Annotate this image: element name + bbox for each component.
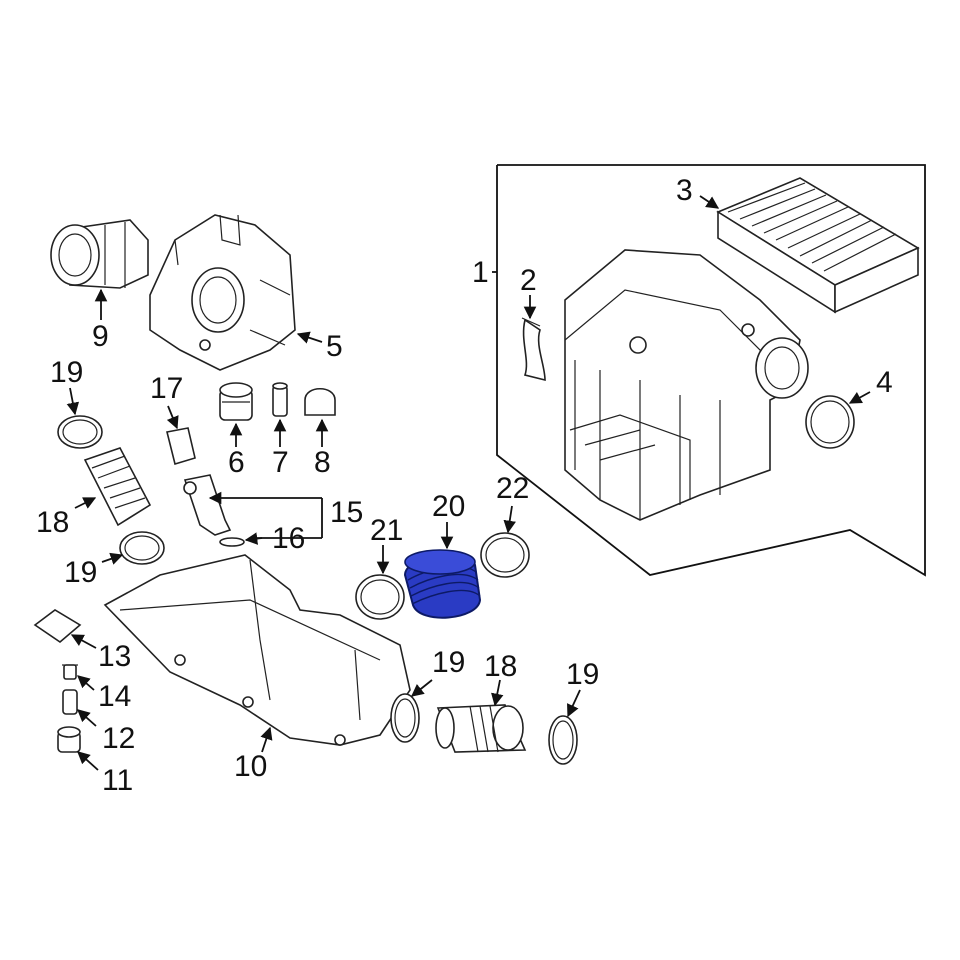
callout-10: 10 bbox=[234, 750, 267, 783]
part-8-cap bbox=[304, 387, 336, 416]
part-7-spacer bbox=[272, 382, 288, 417]
part-13-clip bbox=[33, 609, 82, 644]
callout-21: 21 bbox=[370, 514, 403, 547]
part-6-grommet bbox=[219, 382, 253, 421]
callout-15: 15 bbox=[330, 496, 363, 529]
callout-7: 7 bbox=[272, 446, 289, 479]
part-16-oring bbox=[219, 537, 245, 547]
clamp-21 bbox=[355, 574, 405, 620]
clamp-22 bbox=[480, 532, 530, 578]
callout-19-lower-right: 19 bbox=[566, 658, 599, 691]
lower-intake-duct bbox=[103, 554, 411, 746]
part-17-cap bbox=[166, 427, 196, 466]
hose-lower bbox=[435, 704, 527, 753]
callout-9: 9 bbox=[92, 320, 109, 353]
clamp-19-lower-middle bbox=[390, 693, 420, 743]
callout-19-lower-middle: 19 bbox=[432, 646, 465, 679]
part-11-bushing bbox=[57, 726, 81, 753]
callout-1: 1 bbox=[472, 256, 489, 289]
maf-housing bbox=[50, 219, 149, 289]
callout-labels: 1 2 3 4 5 6 7 8 9 10 11 12 13 14 15 16 1… bbox=[36, 174, 893, 797]
assembly-box-frame bbox=[496, 164, 926, 577]
callout-16: 16 bbox=[272, 522, 305, 555]
callout-12: 12 bbox=[102, 722, 135, 755]
callout-20: 20 bbox=[432, 490, 465, 523]
clamp-19-lower-right bbox=[548, 715, 578, 765]
callout-2: 2 bbox=[520, 264, 537, 297]
callout-22: 22 bbox=[496, 472, 529, 505]
callout-19-upper-left: 19 bbox=[50, 356, 83, 389]
callout-14: 14 bbox=[98, 680, 131, 713]
callout-8: 8 bbox=[314, 446, 331, 479]
callout-3: 3 bbox=[676, 174, 693, 207]
clamp-19-lower-left bbox=[119, 531, 165, 565]
callout-18-upper: 18 bbox=[36, 506, 69, 539]
leader-lines bbox=[66, 195, 871, 771]
callout-5: 5 bbox=[326, 330, 343, 363]
air-filter bbox=[716, 177, 920, 314]
clamp-19-upper-left bbox=[57, 415, 103, 449]
callout-11: 11 bbox=[102, 764, 133, 797]
upper-intake-housing bbox=[149, 214, 296, 371]
callout-13: 13 bbox=[98, 640, 131, 673]
callout-4: 4 bbox=[876, 366, 893, 399]
seal-ring bbox=[805, 395, 855, 449]
bracket-clip bbox=[521, 317, 546, 382]
part-12-sleeve bbox=[62, 689, 78, 715]
callout-17: 17 bbox=[150, 372, 183, 405]
callout-18-lower: 18 bbox=[484, 650, 517, 683]
callout-6: 6 bbox=[228, 446, 245, 479]
hose-upper bbox=[83, 447, 152, 527]
air-box-housing bbox=[564, 249, 809, 521]
part-14-bolt bbox=[62, 664, 78, 680]
part-15-sensor bbox=[183, 474, 232, 536]
callout-19-lower-left: 19 bbox=[64, 556, 97, 589]
part-20-coupler bbox=[403, 549, 482, 619]
